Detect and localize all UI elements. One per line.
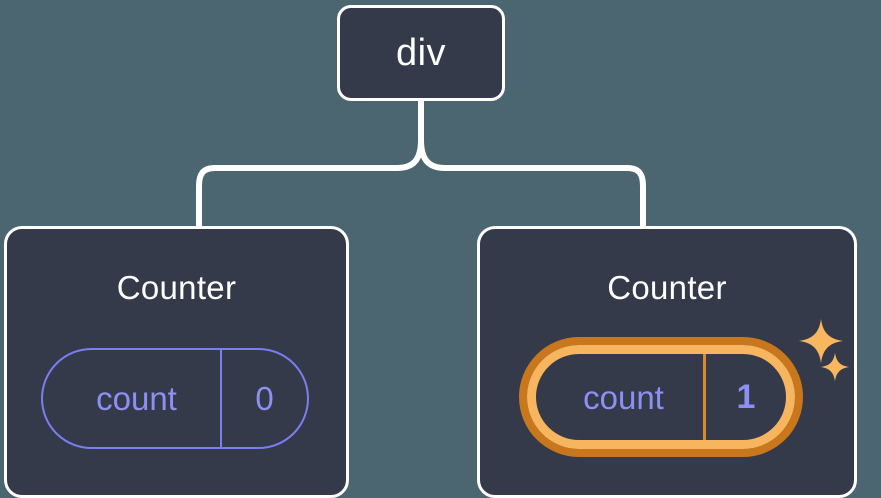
state-pill-right-inner: count 1: [527, 345, 795, 449]
state-pill-left[interactable]: count 0: [41, 348, 309, 449]
state-value-left: 0: [255, 380, 274, 417]
connector-branch-left: [196, 137, 424, 229]
state-value-right: 1: [736, 378, 756, 416]
connector-branch-right: [418, 137, 646, 229]
root-node-label: div: [395, 32, 447, 74]
node-title-right: Counter: [607, 269, 727, 306]
state-pill-right-highlighted[interactable]: count 1: [519, 337, 803, 457]
node-root-div[interactable]: div: [337, 5, 505, 101]
state-key-right: count: [536, 354, 706, 440]
state-key-left: count: [43, 350, 222, 447]
node-title-left: Counter: [116, 269, 237, 306]
